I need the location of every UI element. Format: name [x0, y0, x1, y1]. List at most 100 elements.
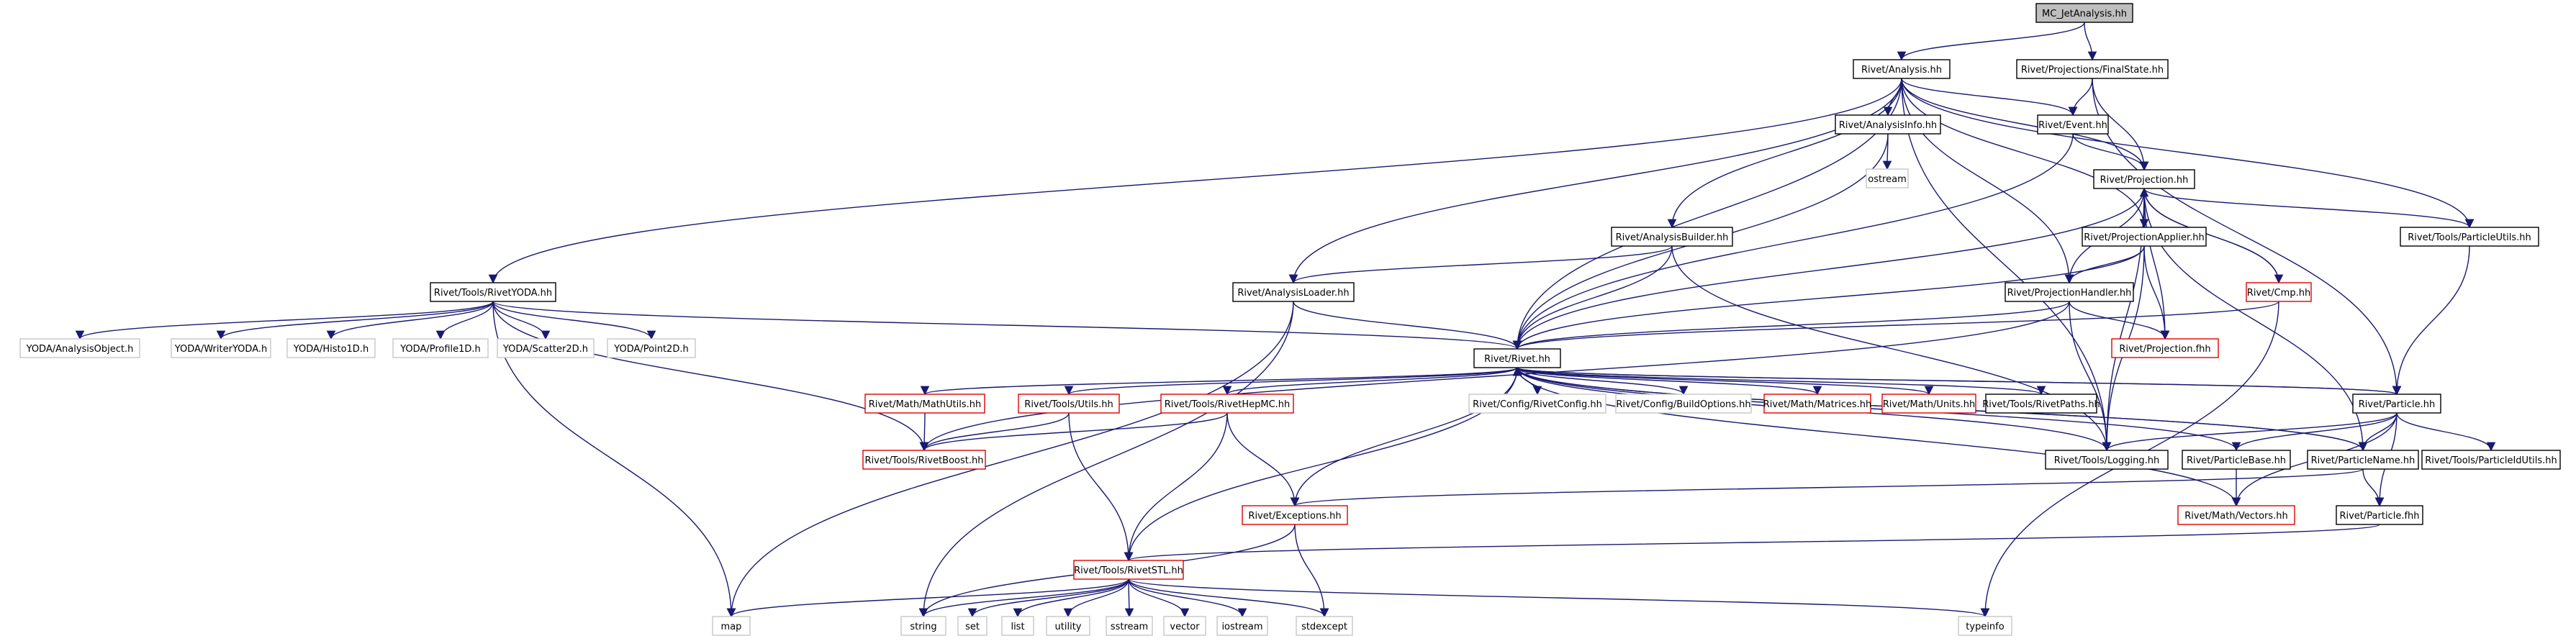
edge-particlename-to-particlefhh	[2362, 468, 2385, 507]
node-box	[2111, 338, 2219, 358]
node-cmp[interactable]: Rivet/Cmp.hh	[2246, 282, 2312, 302]
node-particlefhh[interactable]: Rivet/Particle.fhh	[2336, 505, 2423, 525]
edge-event-to-rivet	[1512, 133, 2074, 350]
node-projhandler[interactable]: Rivet/ProjectionHandler.hh	[2005, 282, 2134, 302]
node-particlebase[interactable]: Rivet/ParticleBase.hh	[2182, 450, 2291, 470]
node-label: string	[910, 622, 936, 632]
node-rivetboost[interactable]: Rivet/Tools/RivetBoost.hh	[862, 450, 986, 470]
node-box	[286, 338, 376, 358]
node-projection[interactable]: Rivet/Projection.hh	[2093, 169, 2195, 189]
node-analysis[interactable]: Rivet/Analysis.hh	[1853, 59, 1951, 79]
node-rivetyoda[interactable]: Rivet/Tools/RivetYODA.hh	[430, 282, 556, 302]
edge-particlefhh-to-rivetstl	[1124, 524, 2380, 562]
node-label: YODA/Point2D.h	[613, 344, 688, 355]
node-label: Rivet/Tools/Logging.hh	[2054, 455, 2159, 466]
node-vectors[interactable]: Rivet/Math/Vectors.hh	[2177, 505, 2295, 525]
node-label: YODA/Histo1D.h	[293, 344, 369, 355]
edge-hepmc-to-rivetboost	[919, 412, 1228, 452]
edge-projhandler-to-projfhh	[2069, 301, 2170, 340]
node-label: Rivet/Math/Units.hh	[1883, 399, 1976, 410]
node-box	[957, 616, 988, 636]
node-exceptions[interactable]: Rivet/Exceptions.hh	[1242, 505, 1348, 525]
node-label: Rivet/Exceptions.hh	[1248, 511, 1341, 522]
node-label: Rivet/Projection.fhh	[2119, 344, 2210, 355]
node-utility: utility	[1046, 616, 1090, 636]
node-map: map	[712, 616, 751, 636]
node-particle[interactable]: Rivet/Particle.hh	[2352, 394, 2441, 414]
node-rivet[interactable]: Rivet/Rivet.hh	[1473, 348, 1561, 368]
edge-rivetyoda-to-ywriter	[216, 301, 494, 340]
node-box	[171, 338, 271, 358]
node-label: Rivet/ParticleBase.hh	[2187, 455, 2286, 466]
node-finalstate[interactable]: Rivet/Projections/FinalState.hh	[2016, 59, 2169, 79]
node-label: Rivet/AnalysisBuilder.hh	[1616, 232, 1729, 243]
node-label: Rivet/AnalysisInfo.hh	[1839, 120, 1937, 131]
node-box	[2016, 59, 2169, 79]
edge-root-to-analysis	[1897, 22, 2085, 61]
edge-event-to-projection	[2072, 133, 2149, 171]
node-box	[1881, 394, 1976, 414]
edge-rivet-to-buildopts	[1517, 367, 1689, 396]
node-box	[2307, 450, 2419, 470]
node-label: Rivet/Particle.hh	[2359, 399, 2435, 410]
node-set: set	[957, 616, 988, 636]
node-label: Rivet/Cmp.hh	[2247, 288, 2310, 299]
node-rivetstl[interactable]: Rivet/Tools/RivetSTL.hh	[1073, 560, 1184, 580]
node-root[interactable]: MC_JetAnalysis.hh	[2035, 3, 2133, 23]
node-hepmc[interactable]: Rivet/Tools/RivetHepMC.hh	[1160, 394, 1294, 414]
node-label: Rivet/Projections/FinalState.hh	[2021, 65, 2164, 76]
edge-rivetstl-to-list	[1013, 578, 1129, 618]
node-box	[900, 616, 946, 636]
node-box	[2421, 450, 2561, 470]
edge-root-to-finalstate	[2084, 22, 2097, 61]
edge-rivetyoda-to-map	[492, 301, 736, 618]
node-label: list	[1011, 622, 1024, 632]
node-matrices[interactable]: Rivet/Math/Matrices.hh	[1763, 394, 1871, 414]
node-particleutils[interactable]: Rivet/Tools/ParticleUtils.hh	[2400, 227, 2539, 247]
node-label: ostream	[1868, 174, 1907, 185]
node-units[interactable]: Rivet/Math/Units.hh	[1881, 394, 1976, 414]
node-box	[1018, 394, 1120, 414]
edge-projection-to-projfhh	[2143, 188, 2170, 340]
node-analysisbuilder[interactable]: Rivet/AnalysisBuilder.hh	[1611, 227, 1733, 247]
node-box	[1866, 168, 1909, 188]
node-box	[2037, 114, 2109, 135]
node-particlename[interactable]: Rivet/ParticleName.hh	[2307, 450, 2419, 470]
node-projapplier[interactable]: Rivet/ProjectionApplier.hh	[2082, 227, 2207, 247]
node-box	[1296, 616, 1353, 636]
edge-rivet-to-exceptions	[1290, 367, 1518, 507]
node-box	[2400, 227, 2539, 247]
node-yao: YODA/AnalysisObject.h	[19, 338, 140, 358]
node-analysisloader[interactable]: Rivet/AnalysisLoader.hh	[1232, 282, 1355, 302]
node-box	[2336, 505, 2423, 525]
node-event[interactable]: Rivet/Event.hh	[2037, 114, 2109, 135]
edge-rivet-to-mathutils	[921, 367, 1518, 396]
node-mathutils[interactable]: Rivet/Math/MathUtils.hh	[864, 394, 985, 414]
node-particleidutils[interactable]: Rivet/Tools/ParticleIdUtils.hh	[2421, 450, 2561, 470]
node-rivetpaths[interactable]: Rivet/Tools/RivetPaths.hh	[1982, 394, 2100, 414]
edge-rivetstl-to-string	[918, 578, 1129, 618]
node-rivetconfig: Rivet/Config/RivetConfig.hh	[1468, 394, 1606, 414]
node-toolsutils[interactable]: Rivet/Tools/Utils.hh	[1018, 394, 1120, 414]
node-box	[1958, 616, 2012, 636]
node-analysisinfo[interactable]: Rivet/AnalysisInfo.hh	[1835, 114, 1941, 135]
node-box	[1835, 114, 1941, 135]
edge-rivetstl-to-utility	[1063, 578, 1129, 618]
node-label: Rivet/Tools/RivetYODA.hh	[434, 288, 552, 299]
edge-analysisloader-to-map	[726, 301, 1294, 618]
edge-analysis-to-logging	[1901, 78, 2112, 452]
edge-hepmc-to-rivetstl	[1124, 412, 1228, 562]
node-label: Rivet/AnalysisLoader.hh	[1237, 288, 1349, 299]
edge-analysisloader-to-string	[918, 301, 1294, 618]
node-label: Rivet/Tools/RivetPaths.hh	[1982, 399, 2100, 410]
edge-rivetstl-to-map	[726, 578, 1129, 618]
node-logging[interactable]: Rivet/Tools/Logging.hh	[2045, 450, 2169, 470]
edge-rivet-to-vectors	[1517, 367, 2241, 507]
node-projfhh[interactable]: Rivet/Projection.fhh	[2111, 338, 2219, 358]
edge-finalstate-to-event	[2068, 78, 2093, 117]
node-yscatter: YODA/Scatter2D.h	[497, 338, 595, 358]
edge-particleutils-to-particle	[2392, 245, 2470, 396]
node-label: Rivet/Rivet.hh	[1484, 354, 1550, 365]
node-label: YODA/Scatter2D.h	[502, 344, 588, 355]
